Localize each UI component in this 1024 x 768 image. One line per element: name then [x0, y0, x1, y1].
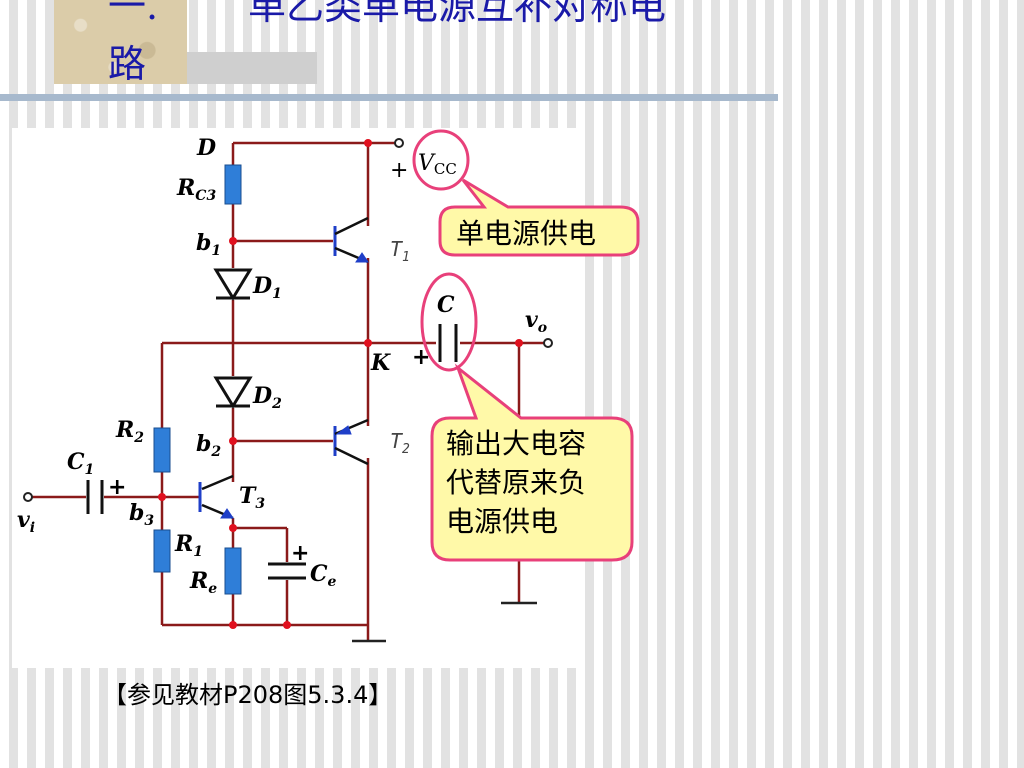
ground-symbols [352, 601, 537, 643]
junction-node [283, 621, 291, 629]
label-t1: T1 [390, 237, 410, 265]
header-divider [0, 94, 778, 101]
capacitor-c [438, 324, 458, 362]
callout-output-cap-line3: 电源供电 [446, 505, 558, 538]
diode-d1 [213, 268, 253, 301]
vcc-highlight-circle [412, 129, 470, 191]
capacitor-c1 [86, 480, 104, 514]
junction-node [229, 524, 237, 532]
junction-node [229, 621, 237, 629]
label-re: Re [189, 568, 217, 597]
junction-node [364, 139, 372, 147]
junction-node [515, 339, 523, 347]
section-number: 一. [108, 0, 159, 28]
resistor-r2 [153, 427, 171, 473]
label-b2: b2 [196, 431, 221, 460]
label-vcc: VCC [418, 151, 457, 178]
title-continuation: 路 [108, 42, 147, 86]
label-b1: b1 [196, 230, 221, 259]
label-vo: vo [525, 307, 547, 336]
plus-sign-ce: + [291, 541, 309, 566]
callout-supply: 单电源供电 [438, 178, 640, 257]
junction-node [364, 339, 372, 347]
label-d2: D2 [252, 383, 282, 412]
callout-output-cap: 输出大电容 代替原来负 电源供电 [430, 363, 634, 562]
resistor-r1 [153, 529, 171, 573]
label-t2: T2 [390, 429, 410, 457]
page-title: 单乙类单电源互补对称电 [248, 0, 667, 28]
label-r1: R1 [174, 531, 203, 560]
junction-node [229, 437, 237, 445]
label-rc3: RC3 [176, 175, 216, 204]
diode-d2 [213, 376, 253, 409]
resistors [153, 164, 242, 595]
transistor-t3 [201, 474, 234, 520]
capacitor-ce [268, 562, 306, 580]
title-background-block [54, 0, 187, 84]
capacitor-highlight-circle [420, 272, 478, 372]
resistor-rc3 [224, 164, 242, 205]
title-grey-band [187, 52, 317, 84]
junction-nodes [158, 139, 523, 629]
transistors [201, 216, 369, 520]
label-d: D [196, 135, 216, 161]
label-ce: Ce [310, 561, 337, 590]
plus-sign-c1: + [108, 475, 126, 500]
transistor-t2 [333, 418, 369, 466]
label-k: K [370, 350, 391, 376]
callout-output-cap-line2: 代替原来负 [446, 466, 586, 499]
plus-sign-c: + [412, 345, 430, 370]
capacitors [86, 324, 458, 580]
callout-supply-text: 单电源供电 [456, 217, 596, 250]
resistor-re [224, 547, 242, 595]
transistor-t1 [333, 216, 369, 264]
vi-terminal-icon [23, 492, 33, 502]
junction-node [229, 237, 237, 245]
label-r2: R2 [115, 417, 144, 446]
vcc-terminal-icon [394, 138, 404, 148]
label-b3: b3 [129, 500, 154, 529]
plus-sign-vcc: + [390, 158, 408, 183]
diodes [213, 268, 253, 409]
textbook-reference: 【参见教材P208图5.3.4】 [103, 681, 393, 709]
label-c: C [437, 292, 455, 318]
callout-output-cap-line1: 输出大电容 [446, 427, 586, 460]
label-t3: T3 [239, 483, 265, 512]
vo-terminal-icon [543, 338, 553, 348]
label-c1: C1 [67, 449, 94, 478]
label-d1: D1 [252, 273, 282, 302]
label-vi: vi [17, 507, 35, 536]
junction-node [158, 493, 166, 501]
